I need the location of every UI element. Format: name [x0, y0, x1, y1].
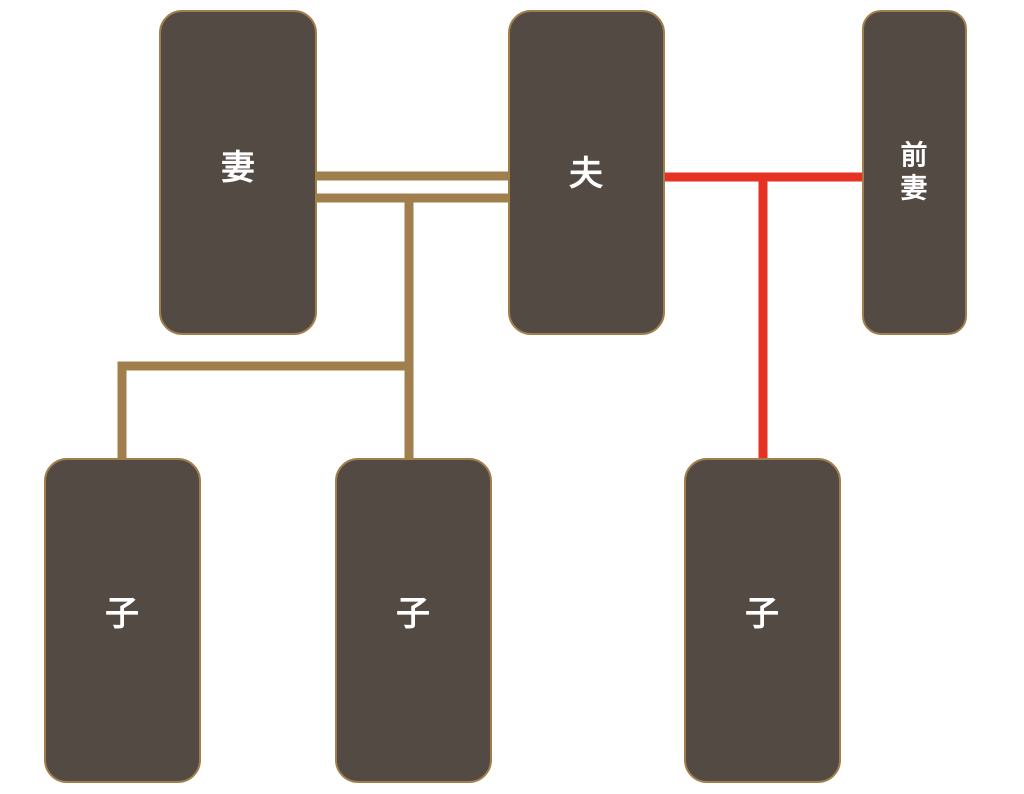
husband-label: 夫: [569, 154, 604, 194]
husband-box: 夫: [508, 10, 665, 335]
descent-line-branch: [117, 361, 409, 462]
wife-label: 妻: [221, 148, 255, 188]
current-marriage-connectors: [117, 171, 510, 462]
child-3-label: 子: [745, 594, 779, 634]
former-marriage-connectors: [664, 172, 864, 462]
child-1-label: 子: [105, 594, 139, 634]
child-3-box: 子: [684, 458, 841, 783]
former-wife-label-line2: 妻: [901, 174, 928, 205]
child-2-box: 子: [335, 458, 492, 783]
child-2-label: 子: [396, 594, 430, 634]
wife-box: 妻: [159, 10, 317, 335]
former-wife-label-line1: 前: [901, 140, 928, 172]
former-wife-box: 前 妻: [862, 10, 967, 335]
child-1-box: 子: [44, 458, 201, 783]
